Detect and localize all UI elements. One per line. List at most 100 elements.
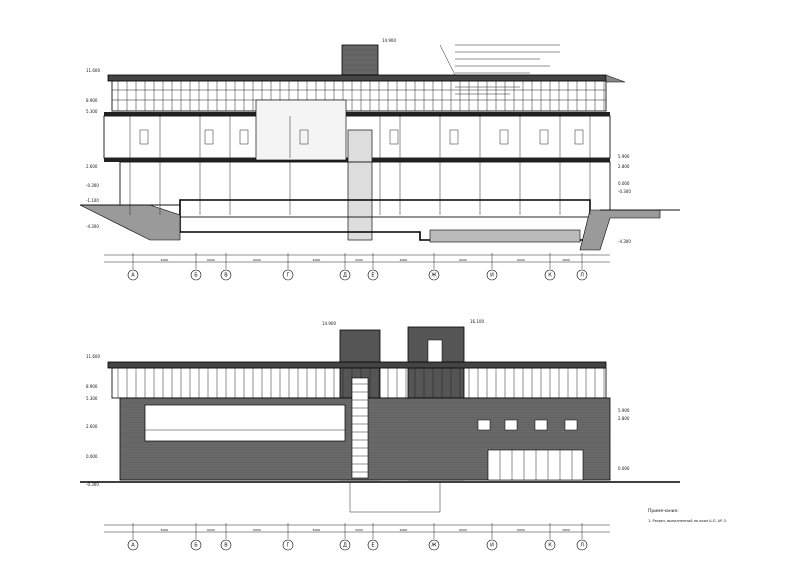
facade-window: [534, 419, 548, 431]
svg-text:-0.300: -0.300: [86, 183, 99, 188]
svg-text:-4.300: -4.300: [86, 224, 99, 229]
axis-bubble: [576, 539, 588, 551]
axis-bubble: [127, 269, 139, 281]
axis-label: Е: [371, 543, 374, 549]
dimension-label: 6000: [517, 528, 525, 532]
svg-text:-1.100: -1.100: [86, 198, 99, 203]
axis-label: В: [224, 273, 228, 279]
svg-text:-4.300: -4.300: [618, 239, 631, 244]
level-tower1: 14.900: [382, 38, 396, 43]
top-left-levels: 11.600 8.900 5.300 2.600 -0.300 -1.100 -…: [86, 68, 100, 229]
ground-right: [579, 209, 661, 251]
axis-label: И: [490, 543, 494, 549]
axis-label: Г: [286, 273, 289, 279]
axis-bubble: [428, 539, 440, 551]
axis-bubble: [486, 269, 498, 281]
axis-label: Б: [194, 543, 198, 549]
axis-label: Б: [194, 273, 198, 279]
axis-bubble: [190, 539, 202, 551]
svg-text:8.900: 8.900: [86, 384, 98, 389]
axis-bubble: [544, 269, 556, 281]
legend-note: 1. Разрез, выполненный по осям А-Л, АР-3…: [648, 519, 727, 523]
svg-text:11.600: 11.600: [86, 354, 100, 359]
facade-window: [477, 419, 491, 431]
svg-text:0.000: 0.000: [618, 181, 630, 186]
svg-text:0.000: 0.000: [86, 454, 98, 459]
axis-bubble: [339, 539, 351, 551]
axis-bubble: [367, 539, 379, 551]
axis-bubble: [282, 539, 294, 551]
axis-label: А: [131, 543, 135, 549]
axis-label: Е: [371, 273, 374, 279]
svg-text:5.300: 5.300: [86, 109, 98, 114]
attic-glazing: [111, 80, 607, 112]
stair-glazing: [351, 377, 369, 479]
svg-text:2.600: 2.600: [86, 164, 98, 169]
axis-label: К: [548, 273, 552, 279]
dimension-label: 3000: [355, 528, 363, 532]
dimension-label: 6000: [517, 258, 525, 262]
svg-text:8.900: 8.900: [86, 98, 98, 103]
axis-bubble: [428, 269, 440, 281]
svg-text:11.600: 11.600: [86, 68, 100, 73]
svg-text:0.000: 0.000: [618, 466, 630, 471]
svg-text:14.900: 14.900: [322, 321, 336, 326]
axis-bubble: [127, 539, 139, 551]
facade-window: [504, 419, 518, 431]
axis-label: А: [131, 273, 135, 279]
dimension-label: 3000: [562, 528, 570, 532]
axis-label: Ж: [431, 273, 437, 279]
dimension-label: 6000: [400, 258, 408, 262]
axis-label: Г: [286, 543, 289, 549]
dimension-label: 6000: [313, 528, 321, 532]
axis-label: Л: [580, 273, 584, 279]
dimension-label: 6000: [253, 258, 261, 262]
legend-title: Примечание:: [648, 508, 679, 514]
dimension-label: 6000: [459, 528, 467, 532]
axis-bubble: [486, 539, 498, 551]
axis-bubble: [339, 269, 351, 281]
roof-slab: [107, 74, 607, 82]
facade-window: [564, 419, 578, 431]
dimension-label: 3000: [562, 258, 570, 262]
dimension-label: 6000: [400, 528, 408, 532]
dimension-label: 6000: [207, 528, 215, 532]
axis-label: Д: [343, 543, 347, 549]
dimension-label: 6000: [161, 528, 169, 532]
dimension-label: 6000: [459, 258, 467, 262]
floor-slab-2: [104, 112, 610, 116]
roof-slope-right: [605, 74, 626, 83]
axis-label: К: [548, 543, 552, 549]
axis-label: Д: [343, 273, 347, 279]
axis-bubble: [220, 269, 232, 281]
svg-text:5.900: 5.900: [618, 408, 630, 413]
top-section-drawing: 14.900 11.6: [79, 38, 680, 281]
axis-label: И: [490, 273, 494, 279]
axis-label: В: [224, 543, 228, 549]
axis-label: Ж: [431, 543, 437, 549]
svg-text:-0.300: -0.300: [618, 189, 631, 194]
bottom-right-levels: 5.900 2.800 0.000: [618, 408, 630, 471]
svg-text:5.300: 5.300: [86, 396, 98, 401]
axis-bubble: [282, 269, 294, 281]
dimension-label: 3000: [355, 258, 363, 262]
entry-glazing: [487, 449, 584, 481]
dimension-label: 6000: [207, 258, 215, 262]
dimension-label: 6000: [313, 258, 321, 262]
axis-bubble: [220, 539, 232, 551]
dimension-label: 6000: [253, 528, 261, 532]
bottom-left-levels: 11.600 8.900 5.300 2.600 0.000 -0.300: [86, 354, 100, 487]
axis-bubble: [576, 269, 588, 281]
svg-text:-0.300: -0.300: [86, 482, 99, 487]
axis-bubble: [367, 269, 379, 281]
svg-text:2.600: 2.600: [86, 424, 98, 429]
axis-bubble: [190, 269, 202, 281]
stair-block: [347, 129, 373, 241]
bottom-facade-drawing: 14.900 16.100 11.600 8.900 5.300 2.6: [80, 319, 727, 551]
top-right-levels: 5.900 2.800 0.000 -0.300 -4.300: [618, 154, 631, 244]
svg-text:2.800: 2.800: [618, 416, 630, 421]
pool-basin: [429, 229, 581, 243]
axis-label: Л: [580, 543, 584, 549]
dimension-label: 6000: [161, 258, 169, 262]
